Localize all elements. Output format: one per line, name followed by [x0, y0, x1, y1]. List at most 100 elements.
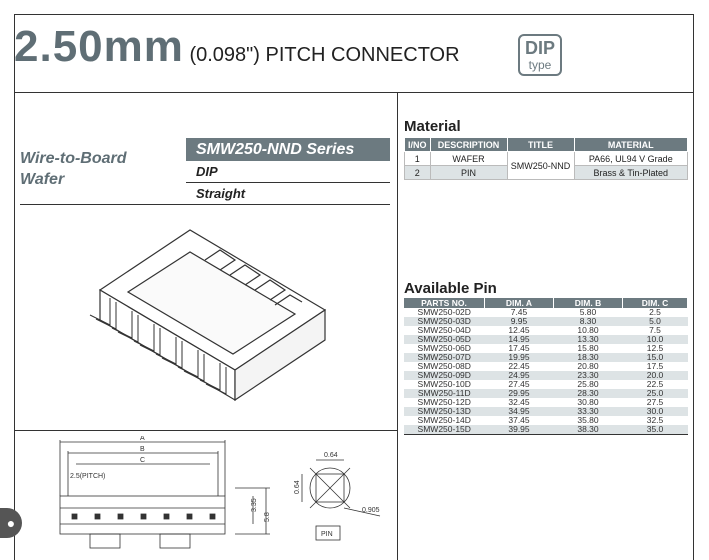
table-row: SMW250-06D 17.45 15.80 12.5	[404, 344, 688, 353]
material-table: I/NO DESCRIPTION TITLE MATERIAL 1 WAFER …	[404, 137, 689, 180]
series-info: SMW250-NND Series DIP Straight	[186, 138, 390, 205]
dip-badge-bottom: type	[528, 58, 552, 72]
pin-cell: 5.0	[622, 317, 688, 326]
hole-label: 0.905	[362, 507, 380, 514]
pin-cell: 29.95	[484, 389, 554, 398]
material-cell: PIN	[429, 165, 508, 180]
pin-cell: 2.5	[649, 307, 661, 317]
series-orientation: Straight	[186, 183, 390, 205]
pin-cell: SMW250-13D	[404, 407, 485, 416]
pin-cell: 28.30	[553, 389, 623, 398]
table-row: 2 PIN Brass & Tin-Plated	[404, 165, 689, 180]
column-divider	[397, 92, 398, 560]
title-rest: (0.098") PITCH CONNECTOR	[183, 44, 460, 66]
pin-caption: PIN	[321, 531, 333, 538]
material-cell: Brass & Tin-Plated	[573, 165, 689, 180]
pin-cell: SMW250-07D	[404, 353, 485, 362]
pin-cell: SMW250-04D	[417, 325, 471, 335]
pin-cell: 24.95	[484, 371, 554, 380]
pin-cell: 23.30	[553, 371, 623, 380]
available-pin-table: PARTS NO. DIM. A DIM. B DIM. C SMW250-02…	[404, 298, 688, 435]
pin-cell: 8.30	[553, 317, 623, 326]
material-shared-title: SMW250-NND	[506, 151, 575, 180]
series-underline	[20, 204, 390, 205]
header-divider	[14, 92, 694, 93]
pin-cell: 10.0	[622, 335, 688, 344]
pin-cell: SMW250-03D	[404, 317, 485, 326]
drawing-divider	[14, 430, 397, 431]
pin-width-label: 0.64	[324, 452, 338, 459]
table-row: 1 WAFER SMW250-NND PA66, UL94 V Grade	[404, 151, 689, 180]
pin-cell: 37.45	[508, 415, 530, 425]
pin-cell: 35.80	[577, 415, 599, 425]
material-cell: 1	[404, 151, 431, 166]
pin-cell: 33.30	[553, 407, 623, 416]
pin-cell: 34.95	[484, 407, 554, 416]
pin-cell: 14.95	[484, 335, 554, 344]
category-line-1: Wire-to-Board	[20, 150, 127, 167]
pin-col-parts: PARTS NO.	[404, 298, 485, 308]
dip-badge-top: DIP	[524, 38, 555, 58]
pin-cell: 7.5	[649, 325, 661, 335]
pin-cell: SMW250-08D	[417, 361, 471, 371]
material-title: Material	[404, 118, 461, 135]
pin-cell: 20.80	[577, 361, 599, 371]
page-title: 2.50mm (0.098") PITCH CONNECTOR	[14, 22, 460, 72]
datasheet-frame	[14, 14, 694, 560]
material-col-no: I/NO	[404, 137, 431, 152]
series-name: SMW250-NND Series	[186, 138, 390, 161]
pin-cell: 17.45	[508, 343, 530, 353]
pin-cell: 35.0	[622, 425, 688, 435]
pin-cell: 32.45	[508, 397, 530, 407]
pin-cell: 5.80	[579, 307, 597, 317]
pin-cell: 15.80	[577, 343, 599, 353]
pin-cell: 25.0	[622, 389, 688, 398]
dim-c-label: C	[140, 457, 145, 464]
pin-cell: SMW250-10D	[417, 379, 471, 389]
pin-cell: 22.45	[508, 361, 530, 371]
connector-illustration	[89, 229, 327, 402]
pin-cell: 39.95	[484, 425, 554, 435]
pin-cell: 38.30	[553, 425, 623, 435]
pin-cell: 15.0	[622, 353, 688, 362]
dim-a-label: A	[140, 436, 145, 442]
pin-cell: 25.80	[577, 379, 599, 389]
pin-cell: SMW250-11D	[404, 389, 485, 398]
material-col-title: TITLE	[506, 137, 575, 152]
pin-col-dim-b: DIM. B	[553, 298, 623, 308]
pin-cell: 10.80	[577, 325, 599, 335]
pin-cell: 27.5	[646, 397, 664, 407]
category-line-2: Wafer	[20, 171, 65, 188]
height-1-label: 3.35	[251, 498, 258, 512]
pin-cell: 32.5	[646, 415, 664, 425]
pin-cell: 30.80	[577, 397, 599, 407]
overlay-badge[interactable]: ●	[0, 508, 22, 538]
category-label: Wire-to-Board Wafer	[20, 148, 180, 190]
pitch-label: 2.5(PITCH)	[70, 473, 105, 480]
series-type: DIP	[186, 161, 390, 183]
material-col-description: DESCRIPTION	[429, 137, 508, 152]
pin-cell: 27.45	[508, 379, 530, 389]
pin-cell: SMW250-15D	[404, 425, 485, 435]
dim-b-label: B	[140, 446, 145, 453]
pin-cell: 12.5	[646, 343, 664, 353]
pitch-size: 2.50mm	[14, 22, 184, 71]
pin-cell: 9.95	[484, 317, 554, 326]
pin-cell: 18.30	[553, 353, 623, 362]
height-2-label: 5.8	[264, 512, 271, 522]
pin-cell: SMW250-06D	[417, 343, 471, 353]
pin-cell: 19.95	[484, 353, 554, 362]
pin-cell: SMW250-02D	[417, 307, 471, 317]
material-cell: PA66, UL94 V Grade	[573, 151, 689, 166]
